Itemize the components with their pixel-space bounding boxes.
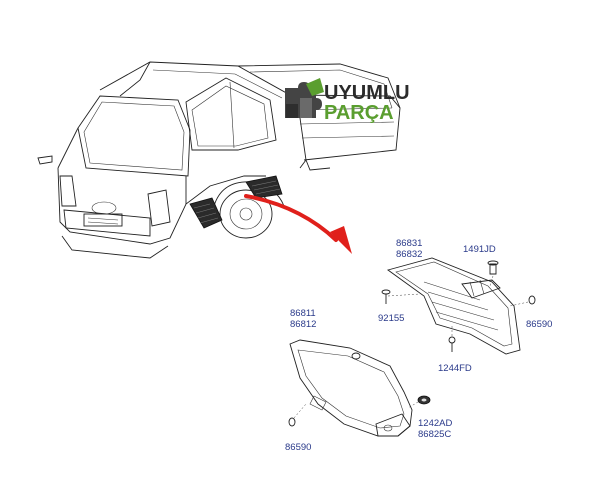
fastener-1491jd xyxy=(487,260,499,287)
vehicle-drawing xyxy=(37,61,401,259)
label-86590-right: 86590 xyxy=(526,319,552,330)
brand-logo: UYUMLU PARÇA xyxy=(285,78,410,124)
part-front-mudguard xyxy=(289,339,413,437)
red-pointer-arrow xyxy=(244,194,352,254)
label-86825c: 86825C xyxy=(418,429,451,440)
fastener-92155 xyxy=(381,289,421,304)
logo-text-bottom: PARÇA xyxy=(324,102,394,124)
fastener-86590-left xyxy=(288,403,307,427)
label-1242ad: 1242AD xyxy=(418,418,452,429)
label-86831: 86831 xyxy=(396,238,422,249)
label-86812: 86812 xyxy=(290,319,316,330)
label-92155: 92155 xyxy=(378,313,404,324)
label-86811: 86811 xyxy=(290,308,316,319)
part-labels: 86831 86832 1491JD 92155 86590 1244FD 86… xyxy=(285,238,552,453)
label-86590-left: 86590 xyxy=(285,442,311,453)
logo-text-top: UYUMLU xyxy=(324,82,410,104)
fastener-1242ad xyxy=(407,395,431,409)
part-rear-mudguard xyxy=(386,257,521,355)
label-86832: 86832 xyxy=(396,249,422,260)
fastener-86590-right xyxy=(509,295,536,307)
puzzle-icon xyxy=(285,78,324,118)
fastener-1244fd xyxy=(448,326,456,352)
label-1244fd: 1244FD xyxy=(438,363,472,374)
label-1491jd: 1491JD xyxy=(463,244,496,255)
